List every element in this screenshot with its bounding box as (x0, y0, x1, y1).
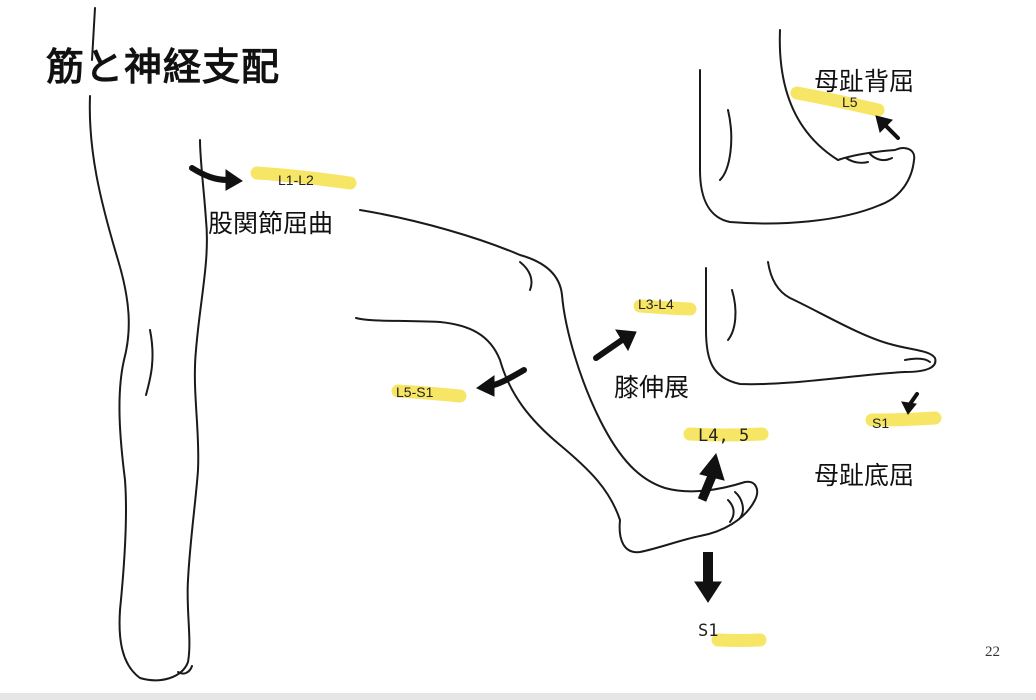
highlight-s1-ankle (711, 633, 767, 647)
movement-arrows (189, 115, 919, 603)
root-l5: L5 (842, 94, 858, 110)
root-l3-l4: L3-L4 (638, 296, 674, 312)
toe-plantar-arrowhead (901, 401, 917, 415)
foot-dorsiflexion (699, 29, 916, 225)
highlight-l4-5 (683, 427, 769, 442)
highlight-l5-s1 (391, 384, 467, 403)
highlight-l3-l4 (633, 299, 697, 316)
highlight-l5 (790, 86, 885, 117)
page-number: 22 (985, 644, 1000, 660)
toe-plantarflexion-label: 母趾底屈 (814, 461, 915, 490)
highlight-marks (250, 86, 942, 647)
ankle-dorsi-arrow (697, 474, 717, 502)
knee-ext-arrowhead (615, 329, 637, 352)
knee-flex-arrowhead (476, 375, 495, 397)
hip-arrowhead (225, 169, 243, 191)
highlight-l1-l2 (250, 166, 357, 190)
standing-leg (88, 7, 208, 682)
knee-ext-arrow (593, 337, 625, 361)
root-l4-5: L4, 5 (698, 426, 750, 446)
flexed-leg (355, 209, 759, 554)
knee-flex-arrow (487, 367, 527, 389)
toe-dorsi-arrowhead (875, 115, 893, 133)
hip-arrow (189, 165, 231, 183)
hip-flexion-label: 股関節屈曲 (208, 209, 334, 238)
root-s1-toe: S1 (872, 415, 890, 431)
foot-plantarflexion (705, 261, 937, 386)
root-l1-l2: L1-L2 (278, 172, 314, 188)
highlight-s1-toe (865, 411, 942, 427)
toe-dorsiflexion-label: 母趾背屈 (814, 67, 915, 96)
root-l5-s1: L5-S1 (396, 384, 434, 400)
ankle-dorsi-arrowhead (699, 452, 725, 481)
ankle-plantar-arrowhead (694, 581, 722, 603)
slide-title: 筋と神経支配 (46, 45, 281, 89)
toe-plantar-arrow (908, 392, 919, 406)
knee-extension-label: 膝伸展 (614, 373, 690, 402)
toe-dorsi-arrow (884, 124, 900, 140)
root-s1-ankle: S1 (698, 621, 719, 641)
bottom-bar (0, 693, 1036, 700)
